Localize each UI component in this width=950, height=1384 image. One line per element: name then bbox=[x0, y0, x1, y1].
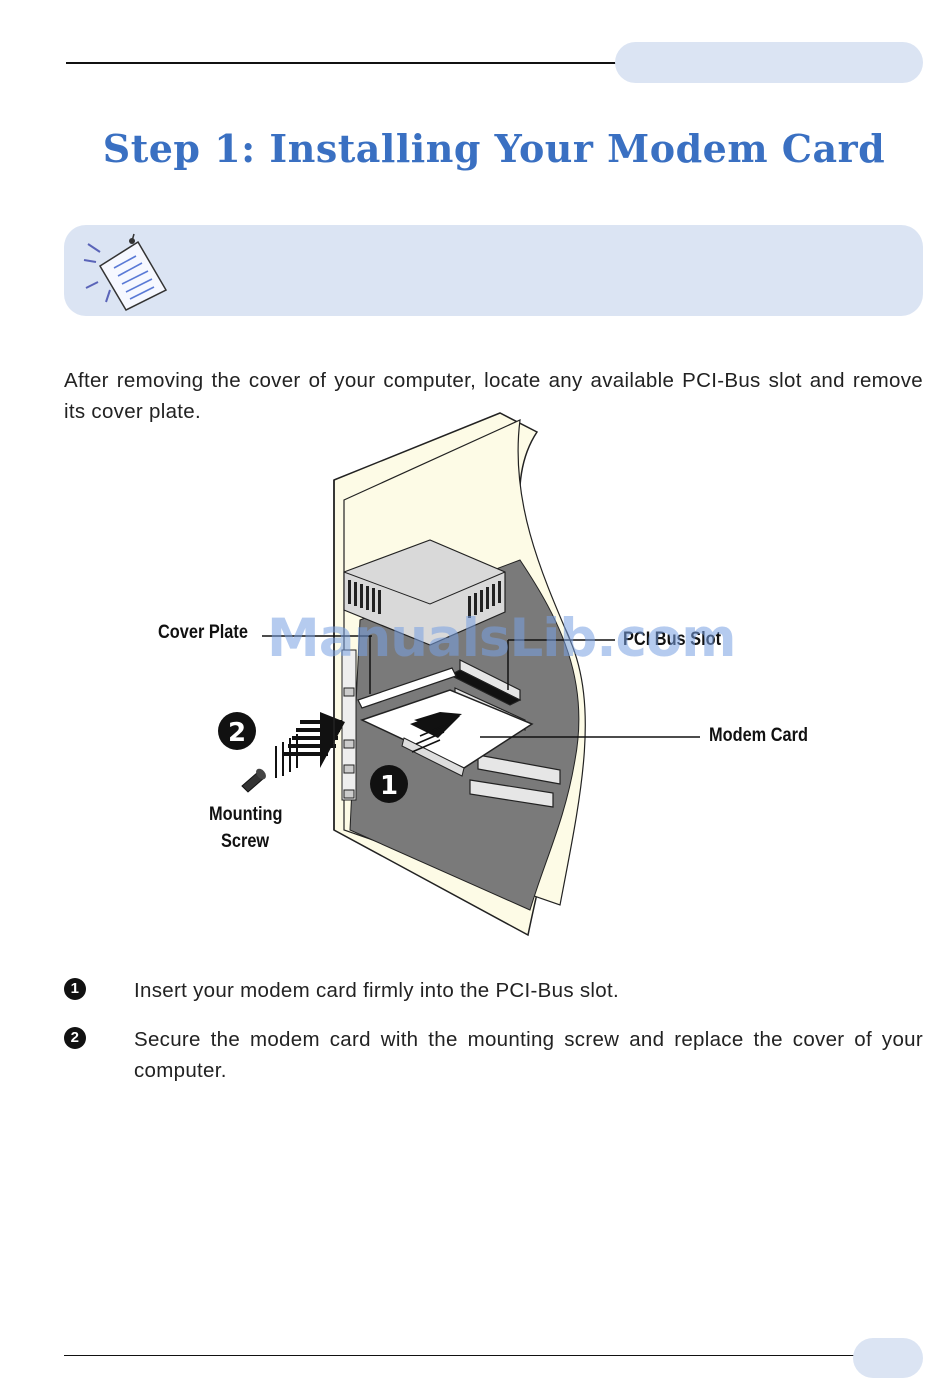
footer-rule bbox=[64, 1355, 859, 1356]
note-box bbox=[64, 225, 923, 316]
cover-plate-label: Cover Plate bbox=[158, 622, 248, 643]
modem-card-label: Modem Card bbox=[709, 725, 808, 746]
step-1-marker: 1 bbox=[64, 978, 86, 1000]
intro-paragraph: After removing the cover of your compute… bbox=[64, 368, 923, 423]
marker-circle-1 bbox=[370, 765, 408, 803]
marker-circle-2 bbox=[218, 712, 256, 750]
pci-bus-slot-label: PCI Bus Slot bbox=[623, 629, 722, 650]
step-2-text: Secure the modem card with the mounting … bbox=[134, 1028, 923, 1082]
page-title: Step 1: Installing Your Modem Card bbox=[102, 126, 886, 171]
step-2-marker: 2 bbox=[64, 1027, 86, 1049]
mounting-screw-label-line1: Mounting bbox=[209, 804, 283, 825]
footer-tab bbox=[853, 1338, 923, 1378]
note-paper-icon bbox=[83, 233, 168, 311]
header-rule bbox=[66, 62, 631, 64]
marker-1-text: 1 bbox=[380, 771, 398, 801]
step-1-text: Insert your modem card firmly into the P… bbox=[134, 979, 619, 1002]
mounting-screw-label-line2: Screw bbox=[221, 831, 270, 852]
watermark: ManualsLib.com bbox=[267, 608, 737, 669]
marker-2-text: 2 bbox=[228, 718, 246, 748]
header-tab bbox=[615, 42, 923, 83]
